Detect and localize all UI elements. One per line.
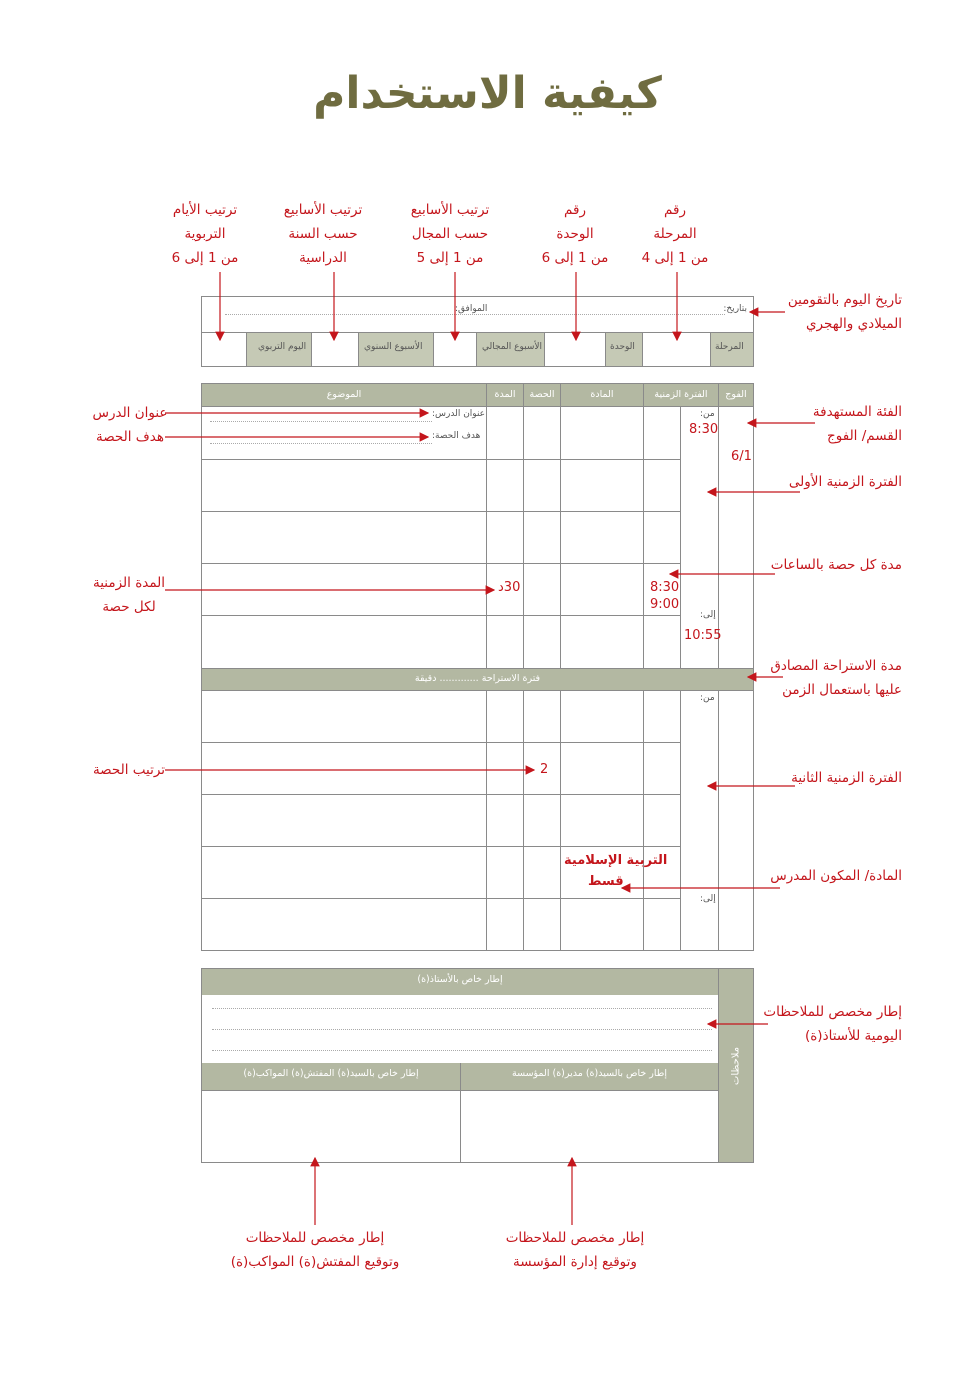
- field-week-label: الأسبوع المجالي: [482, 342, 543, 352]
- annotation-second-period: الفترة الزمنية الثانية: [791, 770, 902, 786]
- corresponding-label: الموافق:: [452, 304, 491, 314]
- header-session: الحصة: [524, 384, 560, 406]
- annotation-first-period: الفترة الزمنية الأولى: [788, 474, 902, 490]
- annotation-session-order: ترتيب الحصة: [92, 762, 166, 778]
- header-group: الفوج: [719, 384, 753, 406]
- inspector-frame-header: إطار خاص بالسيد(ة) المفتش(ة) المواكب(ة): [202, 1063, 460, 1090]
- session-order-value: 2: [540, 762, 549, 777]
- subject-value-2: قسط: [588, 874, 624, 889]
- break-bar: فترة الاستراحة ............. دقيقة: [202, 668, 753, 690]
- stage-label: المرحلة: [715, 342, 744, 352]
- group-value: 6/1: [731, 449, 752, 464]
- annotation-subject: المادة/ المكون المدرس: [770, 868, 902, 884]
- date-label: بتاريخ:: [723, 304, 747, 314]
- start-time: 8:30: [689, 422, 719, 437]
- date-box: [201, 296, 754, 367]
- schedule-table: [201, 383, 754, 951]
- teacher-frame-header: إطار خاص بالأستاذ(ة): [202, 969, 718, 995]
- period-to: 9:00: [650, 597, 680, 612]
- annotation-lesson-title: عنوان الدرس: [92, 405, 168, 421]
- break-label: فترة الاستراحة ............. دقيقة: [414, 673, 541, 684]
- from-label: من:: [700, 409, 715, 419]
- header-duration: المدة: [487, 384, 523, 406]
- lesson-title-label: عنوان الدرس:: [432, 409, 486, 419]
- period-from: 8:30: [650, 580, 680, 595]
- header-topic: الموضوع: [202, 384, 486, 406]
- from-label-2: من:: [700, 693, 715, 703]
- to-label-2: إلى:: [700, 894, 716, 904]
- duration-value: 30د: [498, 580, 521, 595]
- subject-value: التربية الإسلامية: [564, 853, 668, 868]
- header-subject: المادة: [561, 384, 643, 406]
- annotation-session-hours: مدة كل حصة بالساعات: [770, 557, 902, 573]
- notes-box: [201, 968, 754, 1163]
- unit-label: الوحدة: [610, 342, 635, 352]
- edu-day-label: اليوم التربوي: [258, 342, 307, 352]
- page-title: كيفية الاستخدام: [313, 68, 662, 119]
- end-time: 10:55: [684, 628, 722, 643]
- to-label: إلى:: [700, 610, 716, 620]
- notes-side-bar: ملاحظات: [719, 969, 753, 1162]
- annotation-lesson-goal: هدف الحصة: [95, 429, 164, 445]
- lesson-goal-label: هدف الحصة:: [432, 431, 481, 441]
- header-period: الفترة الزمنية: [644, 384, 718, 406]
- annual-week-label: الأسبوع السنوي: [364, 342, 423, 352]
- director-frame-header: إطار خاص بالسيد(ة) مدير(ة) المؤسسة: [461, 1063, 718, 1090]
